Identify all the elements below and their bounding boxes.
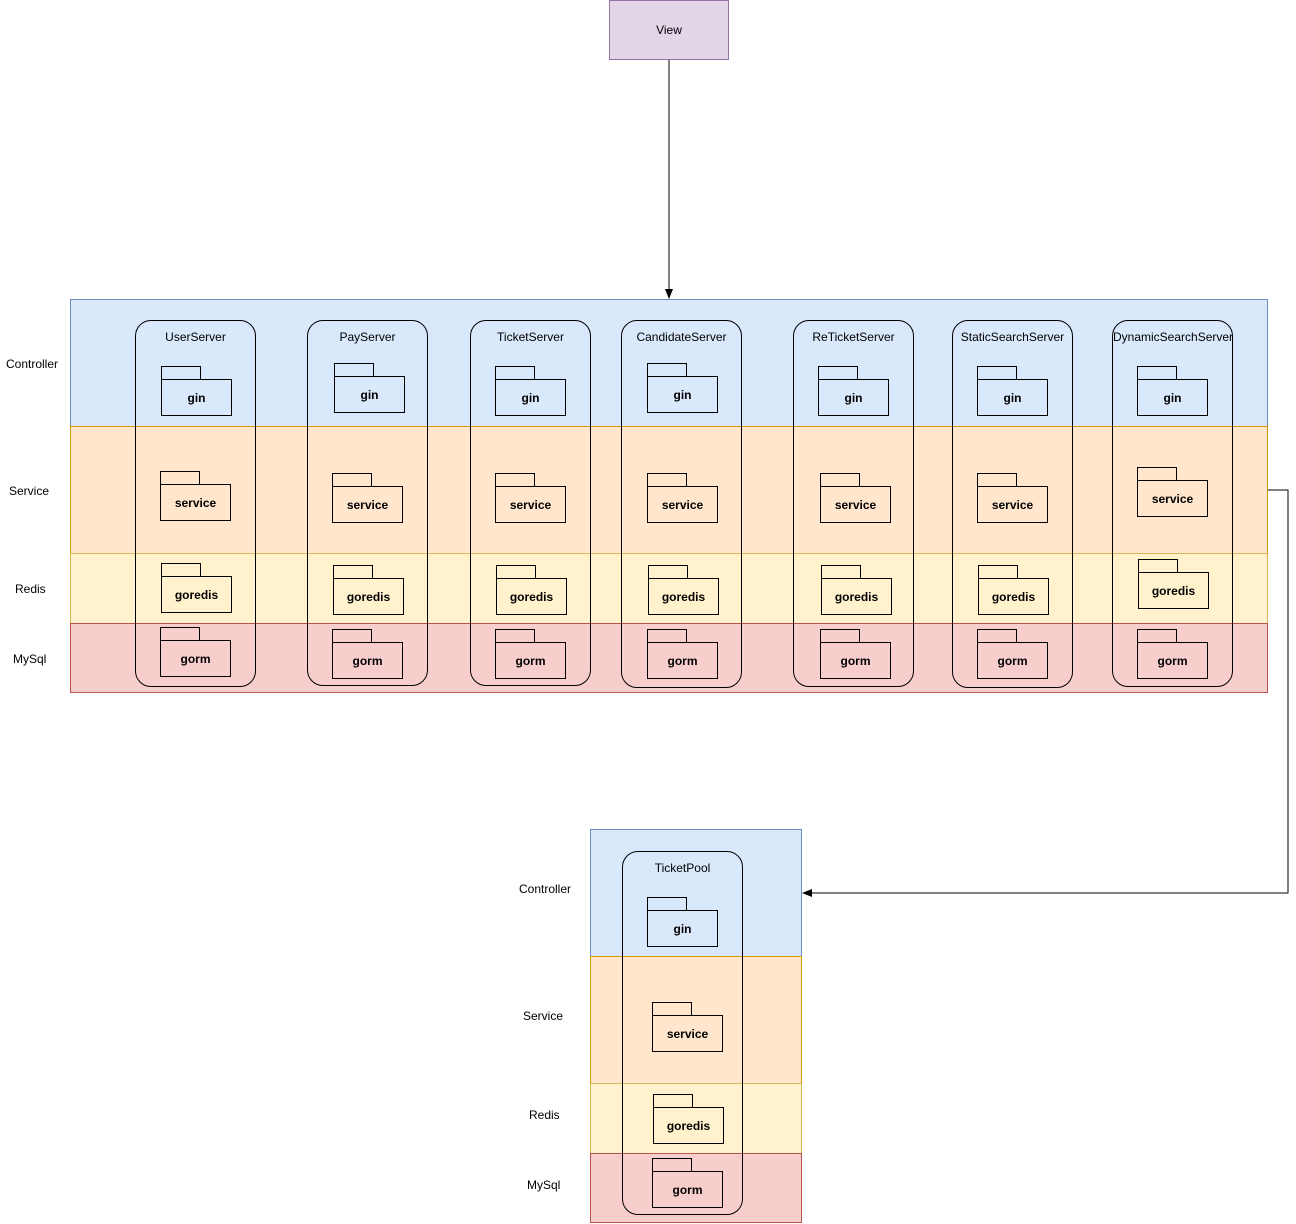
ticketserver-service-package: service — [495, 473, 566, 523]
payserver-goredis-label: goredis — [333, 578, 404, 615]
server-container-dynamicsearchserver: DynamicSearchServer — [1112, 320, 1233, 687]
ticket-pool-container: TicketPool — [622, 851, 743, 1215]
payserver-gorm-package: gorm — [332, 629, 403, 679]
layer-label-redis: Redis — [15, 582, 46, 596]
candidateserver-gorm-label: gorm — [647, 642, 718, 679]
dynamicsearchserver-service-package: service — [1137, 467, 1208, 517]
payserver-gin-package: gin — [334, 363, 405, 413]
payserver-service-package: service — [332, 473, 403, 523]
server-container-reticketserver: ReTicketServer — [793, 320, 914, 687]
userserver-gorm-label: gorm — [160, 640, 231, 677]
pool-gorm-label: gorm — [652, 1171, 723, 1208]
server-title-candidateserver: CandidateServer — [636, 330, 727, 344]
candidateserver-goredis-package: goredis — [648, 565, 719, 615]
candidateserver-gin-package: gin — [647, 363, 718, 413]
ticketserver-gorm-label: gorm — [495, 642, 566, 679]
reticketserver-goredis-package: goredis — [821, 565, 892, 615]
layer-label-controller: Controller — [6, 357, 59, 371]
candidateserver-service-label: service — [647, 486, 718, 523]
view-label: View — [656, 23, 682, 37]
layer-label-mysql: MySql — [13, 652, 47, 666]
payserver-gin-label: gin — [334, 376, 405, 413]
pool-service-package: service — [652, 1002, 723, 1052]
pool-layer-label-redis: Redis — [529, 1108, 560, 1122]
server-title-dynamicsearchserver: DynamicSearchServer — [1113, 330, 1234, 344]
pool-layer-label-controller: Controller — [519, 882, 572, 896]
staticsearchserver-service-package: service — [977, 473, 1048, 523]
pool-gin-package: gin — [647, 897, 718, 947]
staticsearchserver-gorm-package: gorm — [977, 629, 1048, 679]
dynamicsearchserver-goredis-package: goredis — [1138, 559, 1209, 609]
dynamicsearchserver-gorm-label: gorm — [1137, 642, 1208, 679]
view-box: View — [609, 0, 729, 60]
ticketserver-service-label: service — [495, 486, 566, 523]
ticketserver-goredis-label: goredis — [496, 578, 567, 615]
staticsearchserver-goredis-label: goredis — [978, 578, 1049, 615]
server-title-ticketserver: TicketServer — [497, 330, 564, 344]
pool-layer-label-service: Service — [523, 1009, 564, 1023]
server-container-staticsearchserver: StaticSearchServer — [952, 320, 1073, 688]
reticketserver-service-package: service — [820, 473, 891, 523]
userserver-goredis-label: goredis — [161, 576, 232, 613]
ticketserver-gin-package: gin — [495, 366, 566, 416]
ticketserver-goredis-package: goredis — [496, 565, 567, 615]
pool-service-label: service — [652, 1015, 723, 1052]
staticsearchserver-gorm-label: gorm — [977, 642, 1048, 679]
server-title-userserver: UserServer — [165, 330, 226, 344]
staticsearchserver-service-label: service — [977, 486, 1048, 523]
server-container-ticketserver: TicketServer — [470, 320, 591, 686]
userserver-gorm-package: gorm — [160, 627, 231, 677]
userserver-service-label: service — [160, 484, 231, 521]
candidateserver-gin-label: gin — [647, 376, 718, 413]
dynamicsearchserver-gin-label: gin — [1137, 379, 1208, 416]
dynamicsearchserver-goredis-label: goredis — [1138, 572, 1209, 609]
pool-service-band — [590, 956, 802, 1084]
pool-goredis-label: goredis — [653, 1107, 724, 1144]
reticketserver-gorm-label: gorm — [820, 642, 891, 679]
ticket-pool-title: TicketPool — [654, 861, 711, 875]
pool-layer-label-mysql: MySql — [527, 1178, 561, 1192]
reticketserver-gin-package: gin — [818, 366, 889, 416]
userserver-gin-package: gin — [161, 366, 232, 416]
reticketserver-service-label: service — [820, 486, 891, 523]
server-container-userserver: UserServer — [135, 320, 256, 687]
payserver-service-label: service — [332, 486, 403, 523]
payserver-goredis-package: goredis — [333, 565, 404, 615]
pool-gin-label: gin — [647, 910, 718, 947]
pool-mysql-band — [590, 1153, 802, 1223]
server-container-candidateserver: CandidateServer — [621, 320, 742, 688]
reticketserver-goredis-label: goredis — [821, 578, 892, 615]
server-title-staticsearchserver: StaticSearchServer — [960, 330, 1065, 344]
server-title-reticketserver: ReTicketServer — [812, 330, 895, 344]
staticsearchserver-goredis-package: goredis — [978, 565, 1049, 615]
server-container-payserver: PayServer — [307, 320, 428, 686]
candidateserver-service-package: service — [647, 473, 718, 523]
candidateserver-goredis-label: goredis — [648, 578, 719, 615]
pool-controller-band — [590, 829, 802, 957]
layer-label-service: Service — [9, 484, 50, 498]
dynamicsearchserver-service-label: service — [1137, 480, 1208, 517]
staticsearchserver-gin-package: gin — [977, 366, 1048, 416]
reticketserver-gorm-package: gorm — [820, 629, 891, 679]
service-to-ticketpool-arrow — [802, 489, 1289, 897]
userserver-service-package: service — [160, 471, 231, 521]
dynamicsearchserver-gorm-package: gorm — [1137, 629, 1208, 679]
reticketserver-gin-label: gin — [818, 379, 889, 416]
candidateserver-gorm-package: gorm — [647, 629, 718, 679]
ticketserver-gorm-package: gorm — [495, 629, 566, 679]
userserver-goredis-package: goredis — [161, 563, 232, 613]
ticketserver-gin-label: gin — [495, 379, 566, 416]
pool-goredis-package: goredis — [653, 1094, 724, 1144]
service-band — [70, 426, 1268, 554]
payserver-gorm-label: gorm — [332, 642, 403, 679]
userserver-gin-label: gin — [161, 379, 232, 416]
pool-gorm-package: gorm — [652, 1158, 723, 1208]
server-title-payserver: PayServer — [339, 330, 396, 344]
dynamicsearchserver-gin-package: gin — [1137, 366, 1208, 416]
staticsearchserver-gin-label: gin — [977, 379, 1048, 416]
redis-band — [70, 553, 1268, 624]
